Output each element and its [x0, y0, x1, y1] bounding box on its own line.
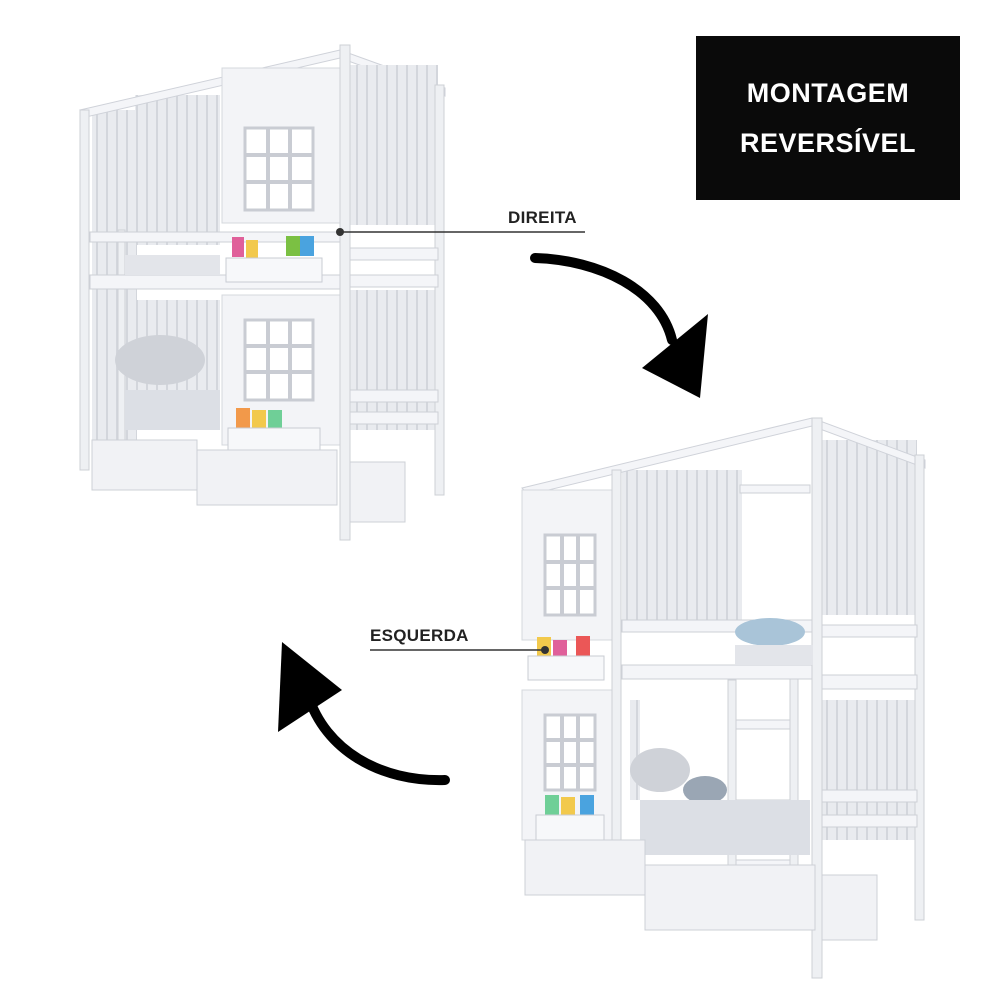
callout-left-label: ESQUERDA	[370, 626, 469, 645]
curtain-bottom-edge	[630, 700, 640, 800]
curtain-top-left	[135, 95, 220, 245]
callout-line-left	[370, 646, 549, 654]
post	[611, 469, 622, 891]
curtain-top-center	[622, 470, 742, 620]
mattress	[125, 255, 220, 275]
rail	[821, 624, 918, 638]
bunk-bed-right-assembly	[79, 44, 446, 541]
pillow	[115, 335, 205, 385]
window-icon	[243, 126, 315, 212]
curtain-side-top	[822, 440, 917, 615]
post	[434, 84, 445, 496]
drawer	[91, 439, 198, 491]
title-line-1: MONTAGEM	[746, 78, 910, 108]
rail	[349, 411, 439, 425]
drawer	[821, 874, 878, 941]
mattress	[640, 800, 810, 855]
mattress	[125, 390, 220, 430]
bookshelf	[527, 636, 605, 681]
drawer	[524, 839, 646, 896]
curved-arrow-down-icon	[530, 253, 708, 398]
bunk-bed-left-assembly	[521, 417, 926, 979]
pillow	[683, 776, 727, 804]
post	[811, 417, 823, 979]
post	[339, 44, 351, 541]
curtain-side-top	[350, 65, 438, 225]
rail	[89, 231, 341, 243]
window-icon	[243, 318, 315, 402]
drawer	[644, 864, 816, 931]
ladder-rail	[117, 229, 126, 441]
rail	[739, 484, 811, 494]
drawer	[349, 461, 406, 523]
callout-line-right	[336, 228, 585, 236]
curved-arrow-up-icon	[278, 642, 450, 786]
rail	[349, 247, 439, 261]
callout-right-label: DIREITA	[508, 208, 577, 227]
rail	[349, 389, 439, 403]
curtain-side-bottom	[350, 290, 438, 430]
rail	[821, 674, 918, 690]
bookshelf	[225, 236, 323, 283]
window-icon	[543, 713, 597, 792]
rail	[821, 814, 918, 828]
title-line-2: REVERSÍVEL	[739, 128, 917, 158]
pillow	[630, 748, 690, 792]
bookshelf	[535, 795, 605, 844]
mattress	[735, 645, 813, 665]
rail	[621, 664, 813, 680]
rail	[821, 789, 918, 803]
title-banner: MONTAGEM REVERSÍVEL	[696, 36, 960, 200]
window-icon	[543, 533, 597, 617]
rail	[349, 274, 439, 288]
drawer	[196, 449, 338, 506]
pillow	[735, 618, 805, 646]
post	[79, 109, 90, 471]
